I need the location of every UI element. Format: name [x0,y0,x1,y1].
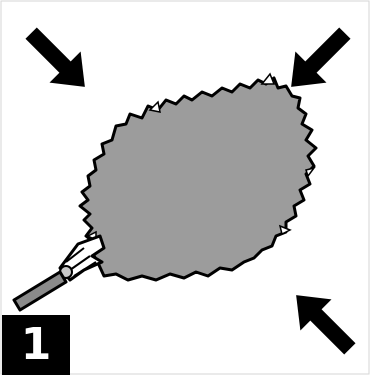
mop-head-shape [80,78,316,280]
arrow-bottom-right-icon [281,280,366,365]
mop-bracket [60,236,104,280]
arrow-top-left-icon [16,18,101,103]
mop-handle [14,272,66,310]
step-number: 1 [21,323,52,367]
step-badge: 1 [2,315,70,375]
